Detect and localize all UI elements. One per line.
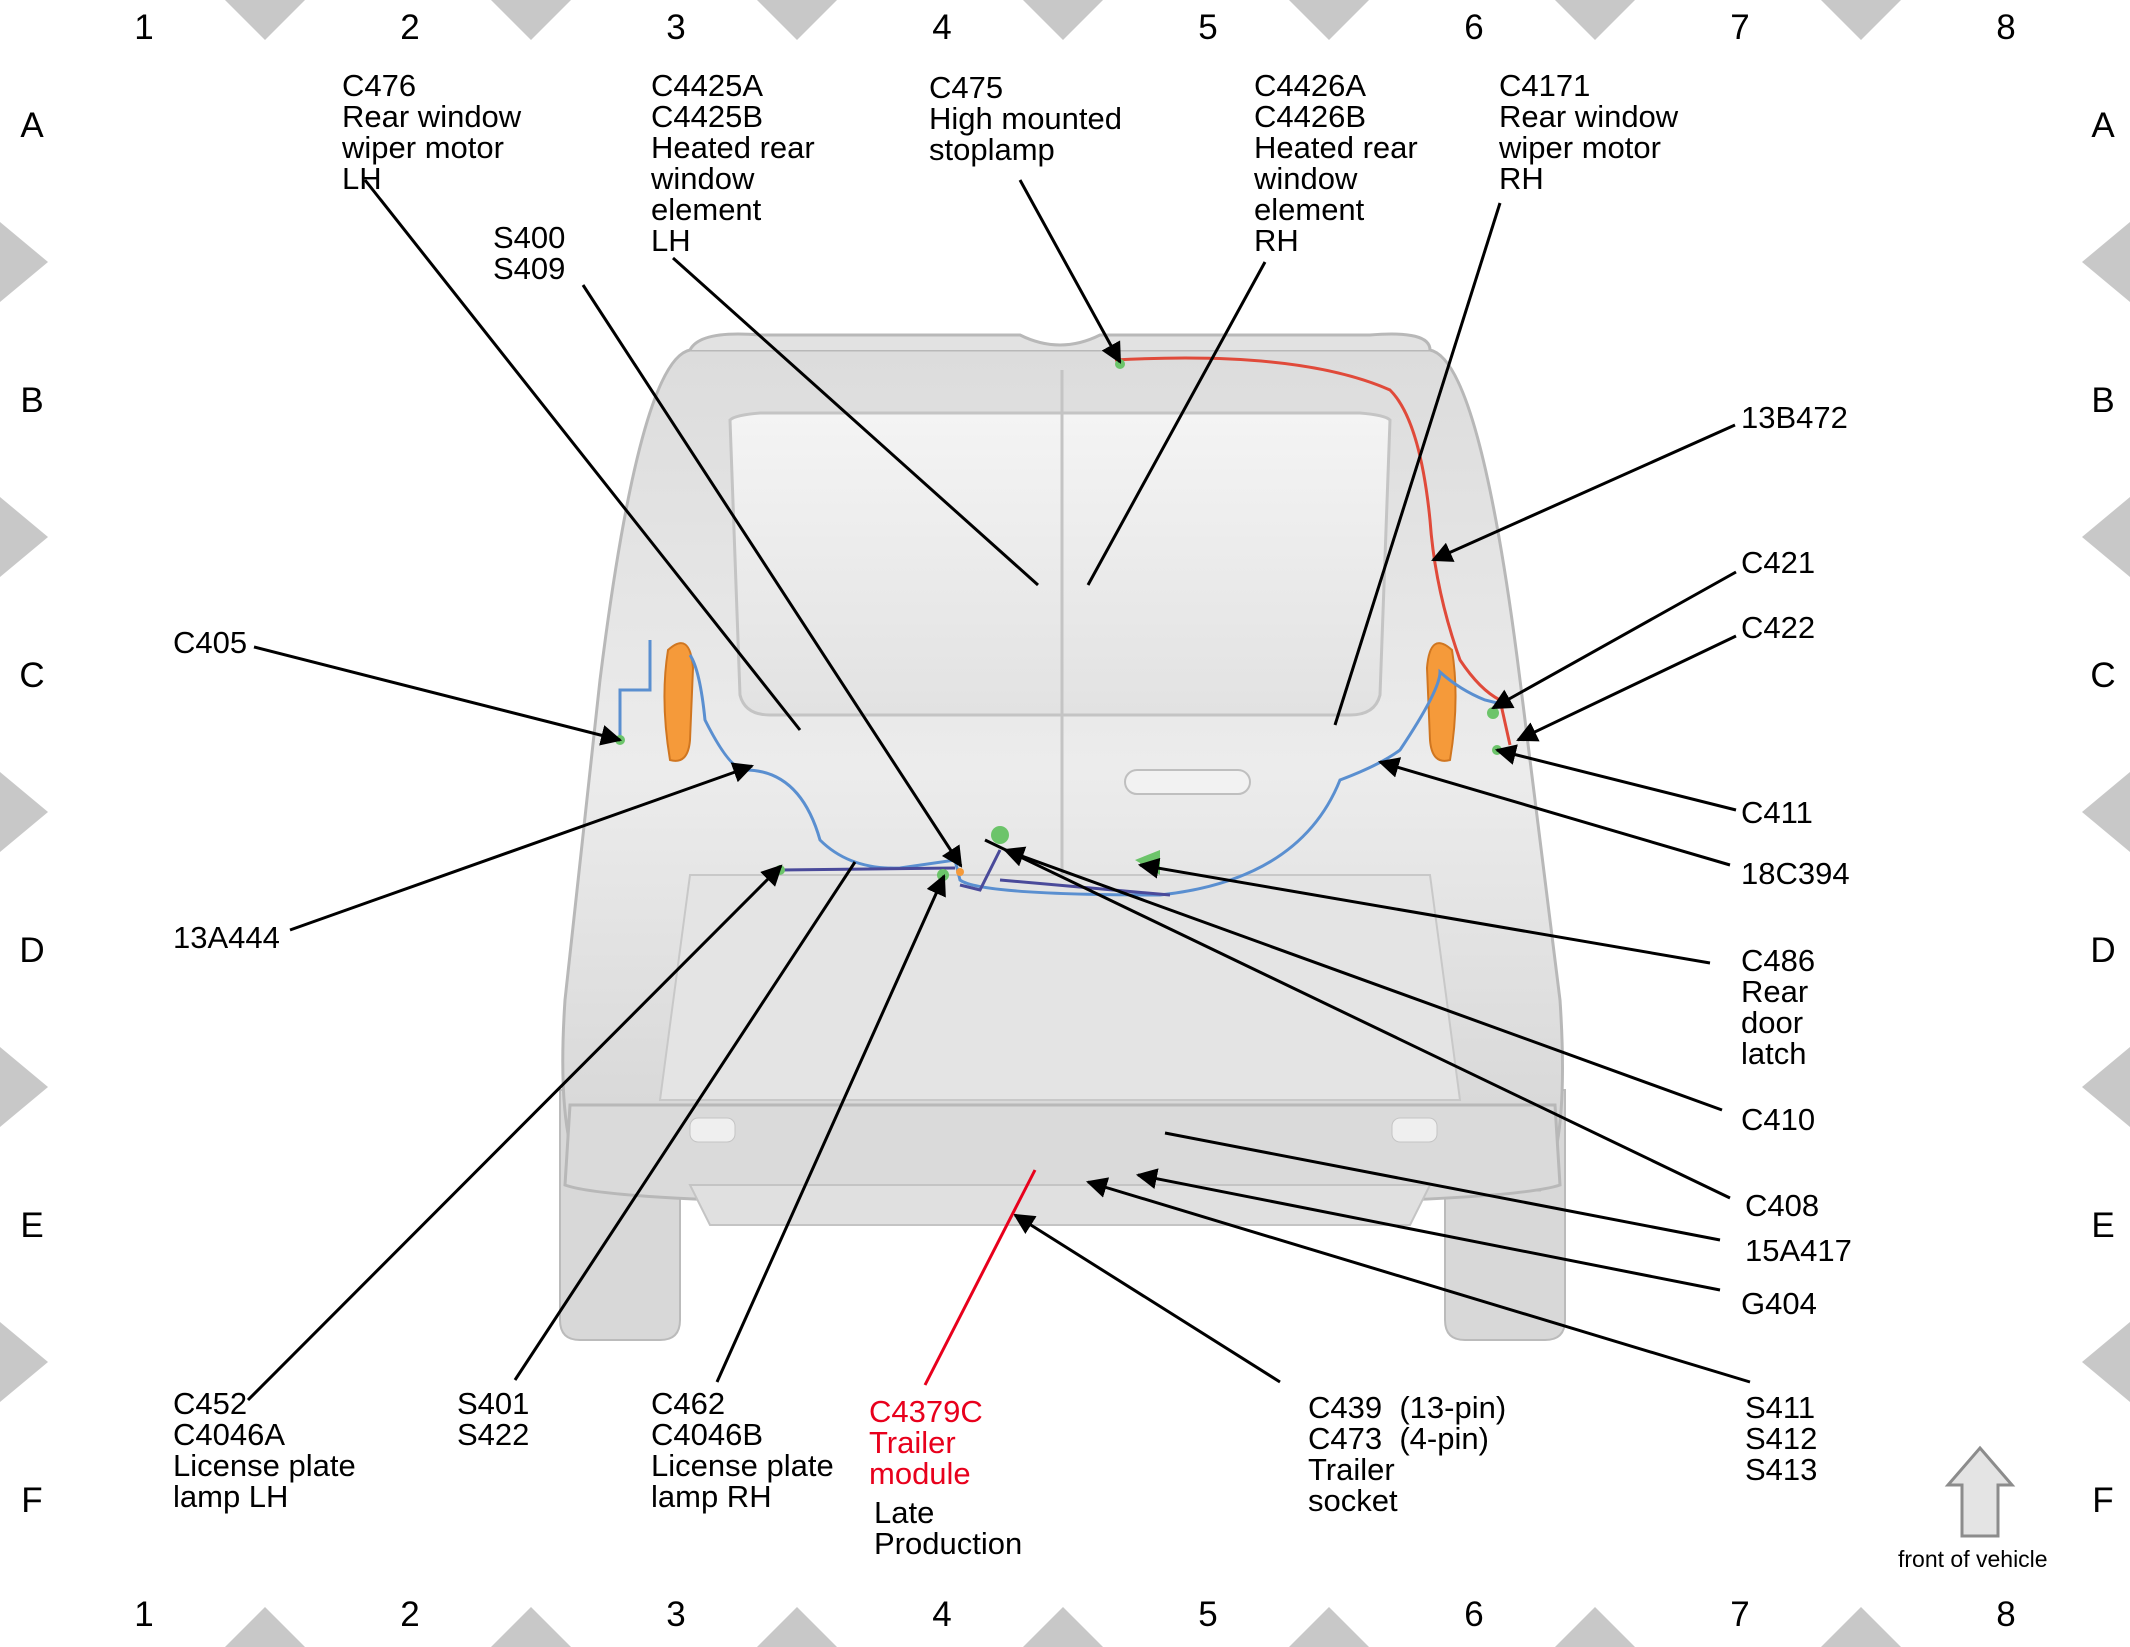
grid-column-label: 8 (1996, 1595, 2016, 1634)
grid-column-label: 3 (666, 1595, 686, 1634)
callout-c439-c473-trailer-socket: C439 (13-pin) C473 (4-pin) Trailer socke… (1308, 1390, 1507, 1518)
callout-c405: C405 (173, 625, 248, 660)
callout-13b472: 13B472 (1741, 400, 1848, 435)
grid-row-label: B (20, 381, 44, 420)
callout-18c394: 18C394 (1741, 856, 1850, 891)
callout-c4425: C4425A C4425B Heated rear window element… (651, 68, 815, 258)
callout-c476: C476 Rear window wiper motor LH (342, 68, 522, 196)
vehicle-rear-view (559, 332, 1566, 1341)
callout-13a444: 13A444 (173, 920, 280, 955)
grid-column-label: 2 (400, 8, 420, 47)
callout-c408: C408 (1745, 1188, 1820, 1223)
grid-column-label: 7 (1730, 8, 1750, 47)
grid-column-label: 1 (134, 8, 154, 47)
front-of-vehicle-label: front of vehicle (1898, 1546, 2048, 1572)
callout-late-production: Late Production (874, 1495, 1023, 1561)
grid-row-label: D (2090, 931, 2116, 970)
grid-column-label: 1 (134, 1595, 154, 1634)
callout-g404: G404 (1741, 1286, 1817, 1321)
grid-row-label: E (2091, 1206, 2115, 1245)
grid-column-label: 2 (400, 1595, 420, 1634)
grid-row-label: E (20, 1206, 44, 1245)
front-of-vehicle-arrow-icon (1944, 1445, 2016, 1538)
callout-s400-s409: S400 S409 (493, 220, 566, 286)
callout-c4379c-trailer-module: C4379C Trailer module (869, 1394, 983, 1491)
callout-15a417: 15A417 (1745, 1233, 1852, 1268)
grid-column-label: 8 (1996, 8, 2016, 47)
grid-column-label: 7 (1730, 1595, 1750, 1634)
grid-column-label: 4 (932, 8, 952, 47)
grid-column-label: 5 (1198, 1595, 1218, 1634)
wiring-harnesses (618, 356, 1512, 897)
grid-row-label: F (2092, 1481, 2114, 1520)
grid-column-label: 6 (1464, 8, 1484, 47)
grid-column-label: 3 (666, 8, 686, 47)
callout-c410: C410 (1741, 1102, 1816, 1137)
callout-c462: C462 C4046B License plate lamp RH (651, 1386, 834, 1514)
callout-c4426: C4426A C4426B Heated rear window element… (1254, 68, 1418, 258)
grid-column-label: 5 (1198, 8, 1218, 47)
callout-c411: C411 (1741, 795, 1813, 830)
callout-c475: C475 High mounted stoplamp (929, 70, 1123, 167)
grid-row-label: F (21, 1481, 43, 1520)
callout-c422: C422 (1741, 610, 1816, 645)
grid-row-label: C (19, 656, 45, 695)
callout-c4171: C4171 Rear window wiper motor RH (1499, 68, 1679, 196)
callout-c452: C452 C4046A License plate lamp LH (173, 1386, 356, 1514)
grid-row-label: D (19, 931, 45, 970)
grid-row-label: B (2091, 381, 2115, 420)
grid-row-label: A (2091, 106, 2115, 145)
grid-column-label: 4 (932, 1595, 952, 1634)
leader-lines (246, 179, 1751, 1402)
grid-column-label: 6 (1464, 1595, 1484, 1634)
grid-row-label: A (20, 106, 44, 145)
grid-row-label: C (2090, 656, 2116, 695)
callout-c421: C421 (1741, 545, 1816, 580)
callout-s401-s422: S401 S422 (457, 1386, 530, 1452)
callout-c486: C486 Rear door latch (1741, 943, 1816, 1071)
callout-s411-s412-s413: S411 S412 S413 (1745, 1390, 1818, 1487)
